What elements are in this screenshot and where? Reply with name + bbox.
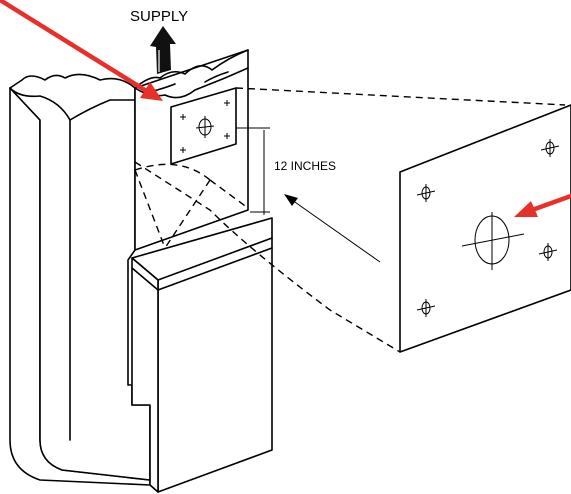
- airflow-up-arrow-icon: [150, 26, 176, 74]
- supply-label: SUPPLY: [130, 8, 188, 25]
- mount-hole-icon: [416, 299, 436, 317]
- red-pointer-arrow-icon: [0, 0, 163, 101]
- access-plate-small: [170, 87, 237, 165]
- access-plate-enlarged: [399, 104, 571, 353]
- return-duct: [9, 73, 151, 486]
- projection-lines: [134, 87, 566, 353]
- small-plate-holes: [180, 100, 230, 153]
- red-pointer-arrow-icon: [514, 193, 571, 217]
- leader-arrow: [284, 194, 381, 263]
- distance-label: 12 INCHES: [274, 159, 336, 173]
- mount-hole-icon: [538, 243, 558, 261]
- mount-hole-icon: [540, 139, 560, 157]
- dimension-12-inches: [236, 127, 270, 215]
- center-hole-icon: [461, 212, 525, 270]
- cabinet-box: [131, 217, 273, 493]
- mount-hole-icon: [416, 184, 436, 202]
